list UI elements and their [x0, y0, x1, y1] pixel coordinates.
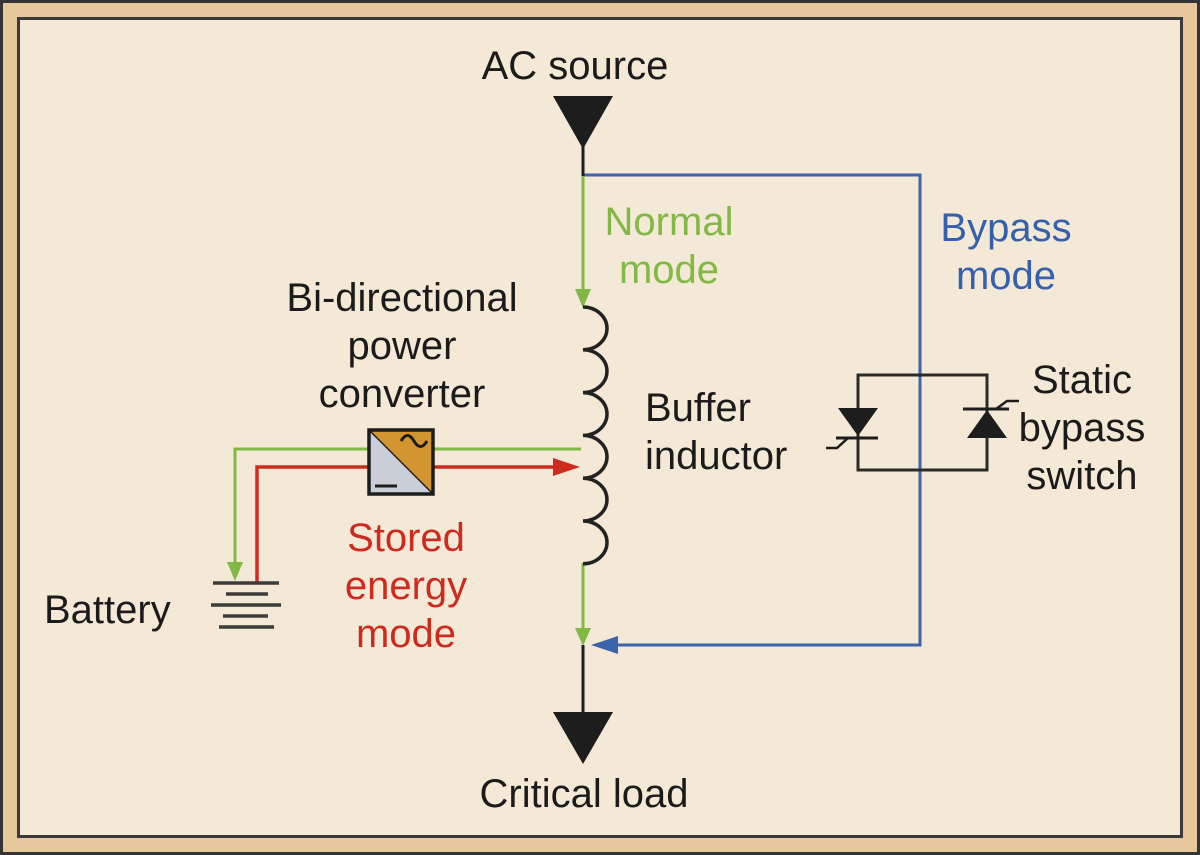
stored-energy-arrowhead-icon	[553, 458, 580, 476]
buffer-inductor-line2: inductor	[645, 434, 788, 478]
battery-label: Battery	[44, 588, 171, 632]
buffer-inductor-line1: Buffer	[645, 386, 751, 430]
normal-arrowhead-bottom-icon	[575, 628, 591, 646]
converter-line3: converter	[318, 372, 486, 416]
stored-energy-line	[255, 458, 580, 583]
converter-line1: Bi-directional	[286, 276, 518, 320]
ac-sine-icon	[399, 434, 429, 448]
battery-icon	[211, 581, 281, 629]
static-bypass-line3: switch	[1026, 454, 1138, 498]
stored-energy-line1: Stored	[347, 516, 465, 560]
normal-mode-line2: mode	[618, 248, 720, 292]
critical-load-arrow-icon	[553, 645, 613, 764]
buffer-inductor-label: Buffer inductor	[645, 384, 787, 480]
normal-path-top-line	[575, 176, 591, 308]
stored-energy-mode-label: Stored energy mode	[345, 514, 467, 658]
normal-mode-line1: Normal	[604, 200, 734, 244]
stored-energy-line2: energy	[344, 564, 468, 608]
ac-dc-converter-icon	[367, 428, 435, 496]
ac-source-arrow-icon	[553, 96, 613, 176]
battery-charge-line	[227, 447, 581, 581]
bypass-mode-line2: mode	[955, 254, 1057, 298]
bypass-path-line	[583, 173, 922, 654]
inductor-coil-icon	[582, 305, 609, 566]
bypass-mode-label: Bypass mode	[940, 204, 1071, 300]
battery-charge-arrowhead-icon	[227, 562, 243, 581]
normal-path-bottom-line	[575, 563, 591, 646]
converter-line2: power	[347, 324, 457, 368]
static-bypass-switch-label: Static bypass switch	[1019, 356, 1146, 500]
converter-label: Bi-directional power converter	[286, 274, 517, 418]
critical-load-label: Critical load	[479, 772, 689, 816]
antiparallel-thyristors-icon	[826, 373, 1019, 472]
static-bypass-line2: bypass	[1018, 406, 1146, 450]
bypass-arrowhead-icon	[591, 636, 618, 654]
static-bypass-line1: Static	[1031, 358, 1133, 402]
bypass-mode-line1: Bypass	[940, 206, 1072, 250]
normal-arrowhead-top-icon	[575, 289, 591, 308]
ac-source-label: AC source	[481, 44, 669, 88]
stored-energy-line3: mode	[355, 612, 457, 656]
normal-mode-label: Normal mode	[605, 198, 734, 294]
